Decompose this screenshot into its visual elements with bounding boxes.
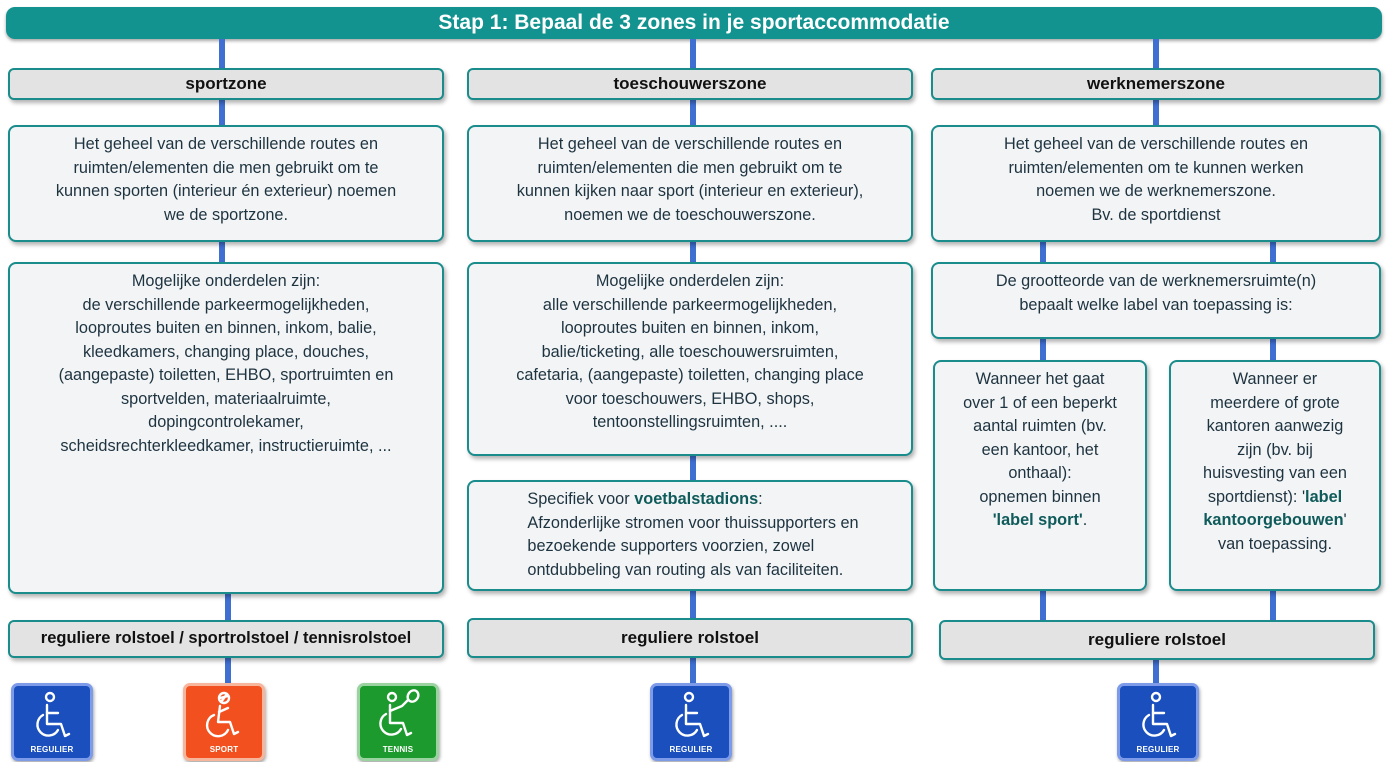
voetbalstadions-body: Afzonderlijke stromen voor thuissupporte…	[527, 513, 859, 579]
sportzone-footer: reguliere rolstoel / sportrolstoel / ten…	[8, 620, 444, 658]
toeschouwerszone-definition: Het geheel van de verschillende routes e…	[467, 125, 913, 242]
wheelchair-regulier-icon: REGULIER	[11, 683, 93, 761]
connector	[1153, 39, 1159, 69]
icon-label: REGULIER	[30, 745, 74, 754]
icon-label: REGULIER	[1136, 745, 1180, 754]
voetbalstadions-prefix: Specifiek voor	[527, 490, 635, 508]
connector	[225, 592, 231, 620]
connector	[1153, 99, 1159, 127]
large-case-end: ' van toepassing.	[1217, 511, 1347, 553]
connector	[690, 590, 696, 620]
werknemerszone-definition-text: Het geheel van de verschillende routes e…	[1003, 135, 1309, 224]
sportzone-definition: Het geheel van de verschillende routes e…	[8, 125, 444, 242]
wheelchair-icon	[36, 691, 71, 738]
werknemerszone-size-rule: De grootteorde van de werknemersruimte(n…	[931, 262, 1381, 339]
diagram-title: Stap 1: Bepaal de 3 zones in je sportacc…	[6, 7, 1382, 39]
sportzone-parts-text: Mogelijke onderdelen zijn: de verschille…	[58, 272, 394, 455]
connector	[1270, 590, 1276, 620]
connector	[1040, 240, 1046, 264]
small-case-text: Wanneer het gaat over 1 of een beperkt a…	[963, 370, 1117, 506]
connector	[1040, 590, 1046, 620]
werknemerszone-header: werknemerszone	[931, 68, 1381, 100]
voetbalstadions-note: Specifiek voor voetbalstadions: Afzonder…	[467, 480, 913, 591]
connector	[690, 240, 696, 264]
wheelchair-sport-icon: SPORT	[183, 683, 265, 761]
werknemerszone-large-case: Wanneer er meerdere of grote kantoren aa…	[1169, 360, 1381, 591]
large-case-text: Wanneer er meerdere of grote kantoren aa…	[1203, 370, 1347, 506]
icon-label: TENNIS	[382, 745, 414, 754]
wheelchair-icon	[675, 691, 710, 738]
connector	[690, 656, 696, 688]
wheelchair-regulier-icon: REGULIER	[650, 683, 732, 761]
sport-wheelchair-icon	[205, 691, 240, 738]
connector	[690, 39, 696, 69]
connector	[1040, 337, 1046, 361]
werknemerszone-size-rule-text: De grootteorde van de werknemersruimte(n…	[995, 272, 1317, 314]
toeschouwerszone-definition-text: Het geheel van de verschillende routes e…	[516, 135, 864, 224]
connector	[219, 99, 225, 127]
sportzone-header: sportzone	[8, 68, 444, 100]
icon-label: SPORT	[209, 745, 239, 754]
connector	[219, 240, 225, 264]
icon-label: REGULIER	[669, 745, 713, 754]
tennis-wheelchair-icon	[379, 689, 420, 737]
label-sport-text: 'label sport'	[992, 511, 1083, 529]
werknemerszone-definition: Het geheel van de verschillende routes e…	[931, 125, 1381, 242]
toeschouwerszone-parts-text: Mogelijke onderdelen zijn: alle verschil…	[516, 272, 864, 431]
small-case-end: .	[1082, 511, 1088, 529]
toeschouwerszone-parts: Mogelijke onderdelen zijn: alle verschil…	[467, 262, 913, 456]
connector	[225, 658, 231, 688]
toeschouwerszone-header: toeschouwerszone	[467, 68, 913, 100]
voetbalstadions-bold: voetbalstadions	[634, 490, 759, 508]
voetbalstadions-suffix: :	[758, 490, 763, 508]
connector	[1270, 337, 1276, 361]
werknemerszone-small-case: Wanneer het gaat over 1 of een beperkt a…	[933, 360, 1147, 591]
toeschouwerszone-footer: reguliere rolstoel	[467, 618, 913, 658]
connector	[690, 455, 696, 481]
connector	[219, 39, 225, 69]
label-kantoorgebouwen-text: label kantoorgebouwen	[1203, 487, 1344, 530]
connector	[1270, 240, 1276, 264]
sportzone-parts: Mogelijke onderdelen zijn: de verschille…	[8, 262, 444, 594]
connector	[1153, 660, 1159, 688]
sportzone-definition-text: Het geheel van de verschillende routes e…	[55, 135, 397, 224]
connector	[690, 99, 696, 127]
wheelchair-regulier-icon: REGULIER	[1117, 683, 1199, 761]
werknemerszone-footer: reguliere rolstoel	[939, 620, 1375, 660]
wheelchair-tennis-icon: TENNIS	[357, 683, 439, 761]
wheelchair-icon	[1142, 691, 1177, 738]
